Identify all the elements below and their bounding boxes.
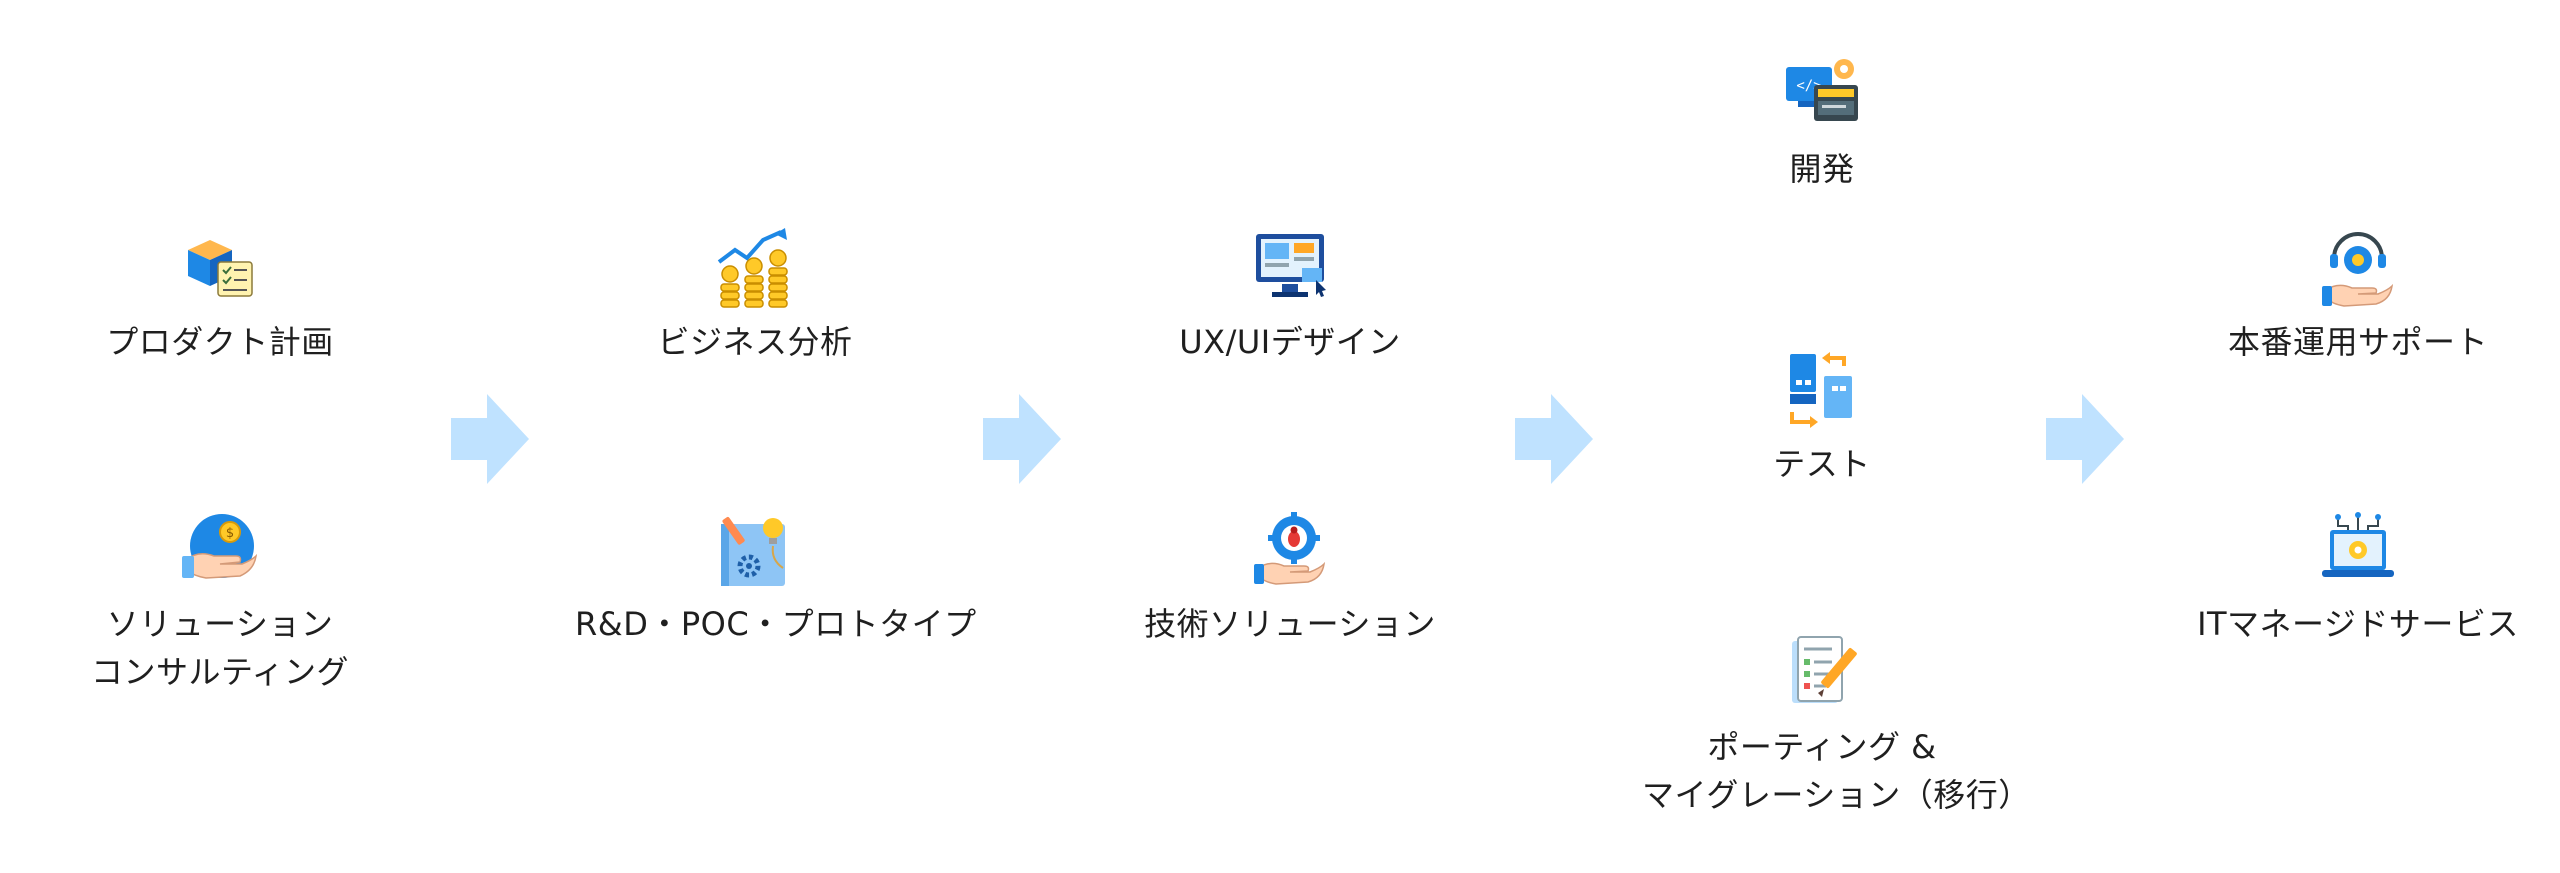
flow-arrow-2 [983,394,1061,484]
node-label: 開発 [1789,150,1855,188]
growth-chart-coins-icon [717,228,788,308]
node-label: ソリューション コンサルティング [90,605,350,691]
node-porting-migration: ポーティング & マイグレーション（移行） [1642,633,2031,819]
node-label: プロダクト計画 [106,323,334,361]
node-label: R&D・POC・プロトタイプ [575,605,977,643]
document-pencil-icon [1792,636,1857,703]
monitor-design-icon [1256,234,1326,297]
node-production-support: 本番運用サポート [2178,228,2538,366]
node-solution-consulting: $ ソリューション コンサルティング [40,510,400,696]
node-rnd-poc-prototype: R&D・POC・プロトタイプ [575,510,977,648]
node-ux-ui-design: UX/UIデザイン [1110,228,1470,366]
test-exchange-icon [1790,352,1852,428]
node-label: ポーティング & マイグレーション（移行） [1642,728,2031,814]
node-technical-solution: 技術ソリューション [1110,510,1470,648]
node-label: ITマネージドサービス [2197,605,2519,643]
managed-laptop-gear-icon [2322,512,2394,577]
flow-arrow-1 [451,394,529,484]
svg-text:$: $ [226,526,234,541]
node-label: ビジネス分析 [657,323,853,361]
product-cube-checklist-icon [188,240,253,297]
node-label: 技術ソリューション [1144,605,1436,643]
hand-coin-icon: $ [182,514,258,579]
node-it-managed-services: ITマネージドサービス [2178,510,2538,648]
support-gear-hand-icon [2322,232,2394,307]
gear-bug-hand-icon [1254,512,1326,585]
node-label: テスト [1773,445,1871,483]
blueprint-lightbulb-icon [721,517,785,586]
node-product-planning: プロダクト計画 [40,228,400,366]
node-business-analysis: ビジネス分析 [575,228,935,366]
flow-arrow-4 [2046,394,2124,484]
node-development: </> 開発 [1642,55,2002,193]
code-screens-gear-icon: </> [1786,59,1858,121]
node-label: UX/UIデザイン [1179,323,1401,361]
node-testing: テスト [1642,350,2002,488]
flow-arrow-3 [1515,394,1593,484]
node-label: 本番運用サポート [2227,323,2488,361]
